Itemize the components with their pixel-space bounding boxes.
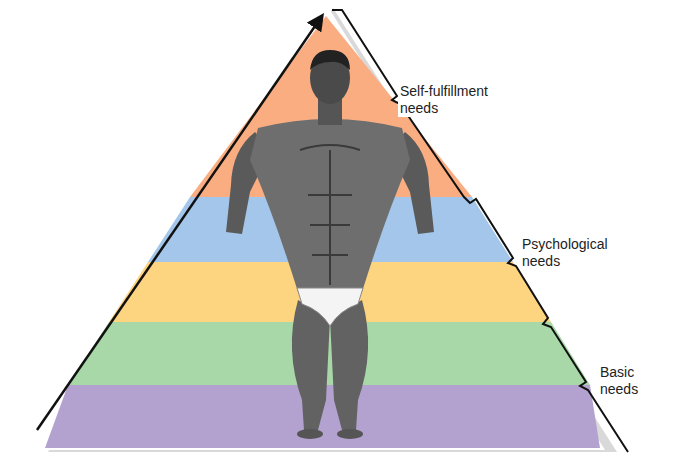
level-label: Basic needs <box>598 364 664 398</box>
level-label: Self-fulfillment needs <box>398 83 522 117</box>
level-label: Psychological needs <box>520 236 632 270</box>
pyramid-rim <box>45 10 605 450</box>
